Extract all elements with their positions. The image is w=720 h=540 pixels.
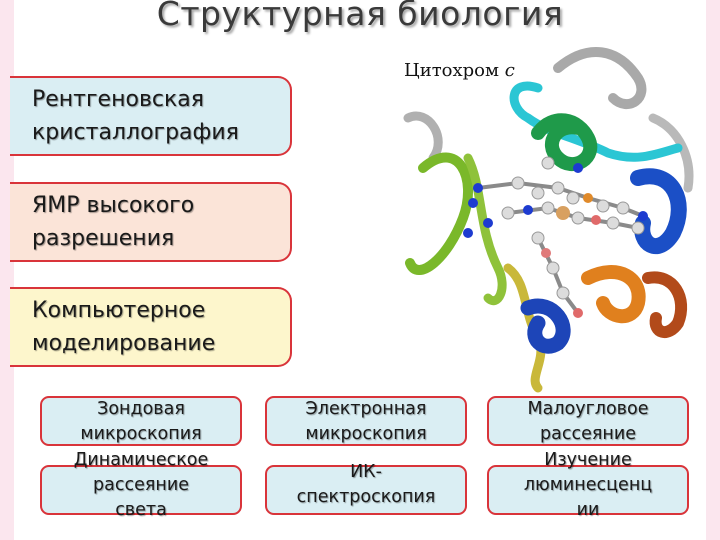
ribbon-lime (463, 153, 507, 305)
ribbon-yellow-green (405, 152, 473, 275)
method-label-ir: ИК- спектроскопия (265, 460, 467, 510)
method-box-electron-microscopy (265, 396, 467, 446)
method-line: ии (576, 500, 600, 520)
method-line: света (115, 500, 167, 520)
method-label-dls: Динамическое рассеяние света (40, 448, 242, 523)
method-line: микроскопия (80, 424, 202, 444)
method-box-nmr: ЯМР высокого разрешения (10, 182, 292, 262)
method-line: рассеяние (540, 424, 636, 444)
method-line: Малоугловое (527, 399, 649, 419)
helix-blue-bottom (520, 298, 571, 354)
protein-suffix: c (504, 60, 515, 81)
helix-green (531, 113, 598, 171)
method-line: Рентгеновская (32, 87, 205, 112)
method-line: разрешения (32, 226, 175, 251)
heme-group (463, 156, 648, 318)
method-line: кристаллография (32, 120, 239, 145)
method-line: Компьютерное (32, 298, 206, 323)
method-line: Динамическое (73, 450, 209, 470)
helix-orange (581, 265, 646, 324)
method-line: микроскопия (305, 424, 427, 444)
method-label-electron-microscopy: Электронная микроскопия (265, 397, 467, 447)
method-line: моделирование (32, 331, 216, 356)
method-line: рассеяние (93, 475, 189, 495)
method-box-luminescence (487, 465, 689, 515)
ribbon-grey-top (553, 47, 647, 109)
method-line: Зондовая (97, 399, 185, 419)
method-box-dls (40, 465, 242, 515)
ribbon-grey-right (648, 113, 694, 193)
ribbon-grey-left (403, 111, 443, 163)
helix-blue-right (630, 168, 687, 254)
method-box-ir (265, 465, 467, 515)
method-line: Электронная (305, 399, 427, 419)
method-line: Изучение (544, 450, 632, 470)
method-box-modeling: Компьютерное моделирование (10, 287, 292, 367)
method-line: спектроскопия (296, 487, 436, 507)
helix-brown (642, 271, 688, 338)
method-label-saxs: Малоугловое рассеяние (487, 397, 689, 447)
method-line: ИК- (350, 462, 382, 482)
slide-title: Структурная биология (156, 0, 564, 33)
method-line: люминесценц (523, 475, 653, 495)
method-label-luminescence: Изучение люминесценц ии (487, 448, 689, 523)
protein-label: Цитохром c (404, 60, 515, 81)
protein-name: Цитохром (404, 60, 500, 81)
method-label-probe-microscopy: Зондовая микроскопия (40, 397, 242, 447)
method-box-saxs (487, 396, 689, 446)
method-box-probe-microscopy (40, 396, 242, 446)
method-line: ЯМР высокого (32, 193, 195, 218)
cytochrome-c-illustration (403, 47, 694, 393)
method-box-xray: Рентгеновская кристаллография (10, 76, 292, 156)
